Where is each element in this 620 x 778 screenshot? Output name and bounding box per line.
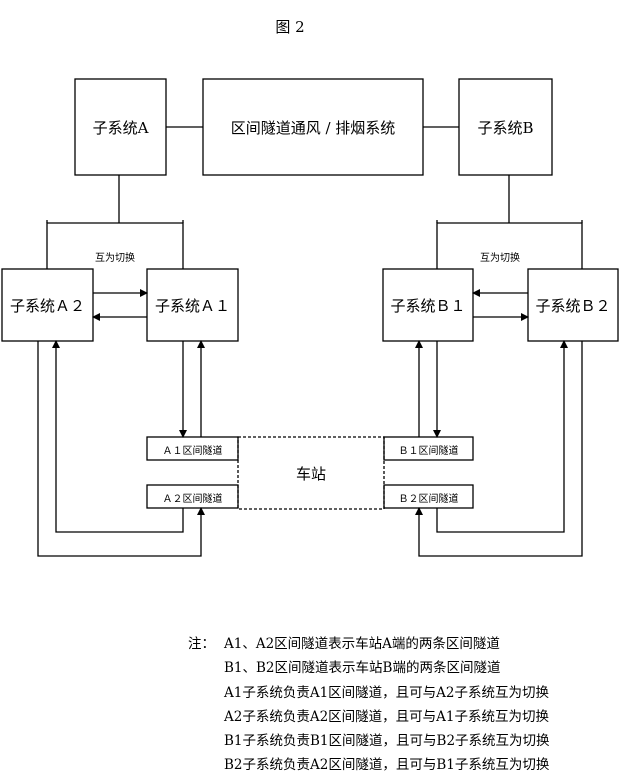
- subsystem-b2-label: 子系统Ｂ２: [535, 297, 611, 315]
- note-text: A1子系统负责A1区间隧道，且可与A2子系统互为切换: [224, 684, 550, 701]
- note-text: A1、A2区间隧道表示车站A端的两条区间隧道: [224, 636, 500, 652]
- tunnel-a2-label: Ａ２区间隧道: [162, 494, 223, 505]
- line-b2-to-tunnel-b2: [415, 341, 583, 557]
- station-label: 车站: [295, 465, 326, 483]
- subsystem-a-label: 子系统A: [92, 119, 149, 137]
- bracket-a: [46, 222, 184, 269]
- note-line: B1、B2区间隧道表示车站B端的两条区间隧道: [188, 656, 550, 680]
- note-line: A2子系统负责A2区间隧道，且可与A1子系统互为切换: [188, 705, 550, 729]
- central-system-label: 区间隧道通风 / 排烟系统: [230, 119, 396, 137]
- line-tunnel-b2-to-b2: [436, 340, 568, 533]
- subsystem-a2-box: [1, 268, 94, 342]
- note-line: A1子系统负责A1区间隧道，且可与A2子系统互为切换: [188, 681, 550, 705]
- subsystem-a2-label: 子系统Ａ２: [9, 297, 85, 315]
- figure-title: 图 2: [275, 18, 305, 36]
- switch-label-a: 互为切换: [95, 253, 135, 264]
- tunnel-a1-label: Ａ１区间隧道: [162, 446, 223, 457]
- bracket-b: [436, 222, 583, 269]
- subsystem-b-label: 子系统B: [477, 119, 534, 137]
- tunnel-b2-box: [383, 484, 474, 509]
- note-text: B1、B2区间隧道表示车站B端的两条区间隧道: [224, 660, 501, 677]
- line-tunnel-a2-to-a2: [52, 340, 184, 533]
- note-line: B2子系统负责A2区间隧道，且可与B1子系统互为切换: [188, 753, 550, 777]
- note-text: A2子系统负责A2区间隧道，且可与A1子系统互为切换: [224, 708, 550, 725]
- note-line: 注： A1、A2区间隧道表示车站A端的两条区间隧道: [188, 632, 550, 656]
- line-a2-to-tunnel-a2: [37, 341, 205, 557]
- subsystem-b1-box: [382, 268, 474, 342]
- tunnel-b1-box: [383, 436, 474, 461]
- station-box: [237, 436, 385, 510]
- note-prefix: 注：: [188, 636, 215, 652]
- subsystem-b2-box: [527, 268, 619, 342]
- subsystem-a1-label: 子系统Ａ１: [154, 297, 230, 315]
- tunnel-a2-box: [146, 484, 239, 509]
- tunnel-a1-box: [146, 436, 239, 461]
- subsystem-a1-box: [146, 268, 239, 342]
- note-text: B2子系统负责A2区间隧道，且可与B1子系统互为切换: [224, 757, 550, 774]
- tunnel-b1-label: Ｂ１区间隧道: [398, 446, 459, 457]
- subsystem-b1-label: 子系统Ｂ１: [390, 297, 466, 315]
- note-line: B1子系统负责B1区间隧道，且可与B2子系统互为切换: [188, 729, 550, 753]
- switch-label-b: 互为切换: [480, 253, 520, 264]
- notes: 注： A1、A2区间隧道表示车站A端的两条区间隧道 B1、B2区间隧道表示车站B端…: [188, 632, 550, 778]
- tunnel-b2-label: Ｂ２区间隧道: [398, 494, 459, 505]
- note-text: B1子系统负责B1区间隧道，且可与B2子系统互为切换: [224, 733, 550, 750]
